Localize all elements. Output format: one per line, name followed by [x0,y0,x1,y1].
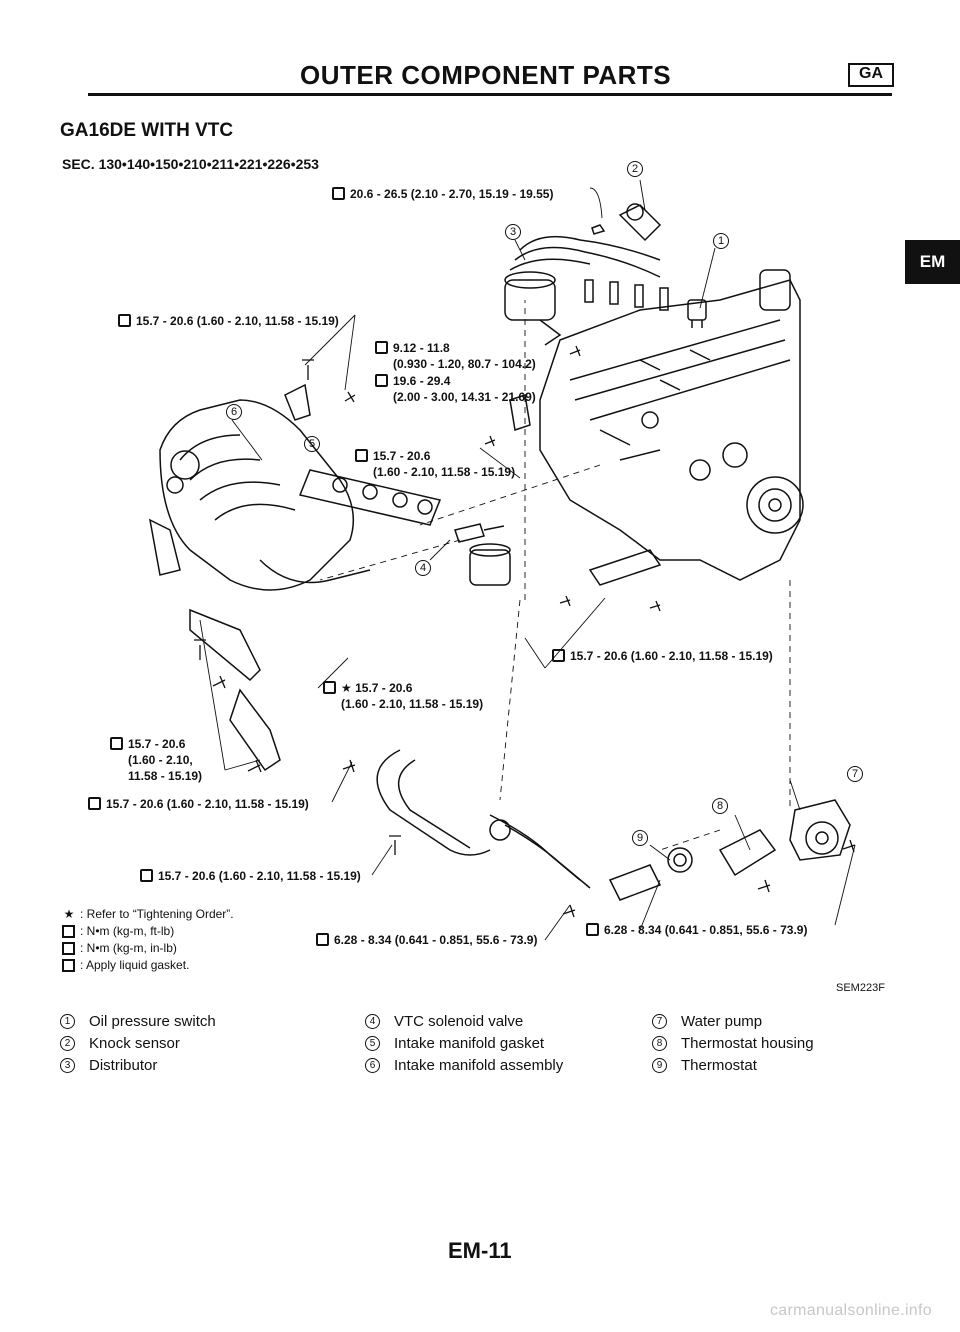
sec-reference: SEC. 130•140•150•210•211•221•226•253 [62,156,319,172]
callout-5: 5 [304,436,320,452]
callout-8: 8 [712,798,728,814]
callout-9: 9 [632,830,648,846]
torque-icon [552,649,565,662]
torque-icon-small [375,341,388,354]
torque-icon-small [316,933,329,946]
torque-icon [355,449,368,462]
torque-spec-thermostat-a: 6.28 - 8.34 (0.641 - 0.851, 55.6 - 73.9) [316,932,537,948]
torque-spec-small-bolt: 9.12 - 11.8(0.930 - 1.20, 80.7 - 104.2) [375,340,536,372]
torque-icon [140,869,153,882]
torque-spec-knock-sensor: 20.6 - 26.5 (2.10 - 2.70, 15.19 - 19.55) [332,186,553,202]
torque-icon [88,797,101,810]
water-pipe [376,749,591,889]
torque-spec-gasket: 15.7 - 20.6(1.60 - 2.10, 11.58 - 15.19) [355,448,515,480]
water-pump [789,799,851,861]
callout-3: 3 [505,224,521,240]
torque-icon-small [586,923,599,936]
symbol-key: ★: Refer to “Tightening Order”. : N•m (k… [62,907,234,972]
knock-sensor [591,203,662,242]
vtc-solenoid [454,523,511,586]
bolts [194,345,856,918]
callout-7: 7 [847,766,863,782]
torque-icon-small [62,942,75,955]
torque-spec-bracket-bolt: 15.7 - 20.6 (1.60 - 2.10, 11.58 - 15.19) [118,313,339,329]
star-icon: ★ [63,907,75,921]
oil-pressure-switch [687,299,707,328]
page-title: OUTER COMPONENT PARTS [300,60,672,90]
torque-spec-vtc-bracket: 15.7 - 20.6 (1.60 - 2.10, 11.58 - 15.19) [552,648,773,664]
torque-spec-manifold: ★ 15.7 - 20.6(1.60 - 2.10, 11.58 - 15.19… [323,680,483,712]
brackets [189,383,662,772]
engine-block [539,269,804,581]
torque-icon [332,187,345,200]
side-tab-em: EM [905,240,960,284]
intake-gasket [298,469,442,526]
torque-spec-distributor: 19.6 - 29.4(2.00 - 3.00, 14.31 - 21.69) [375,373,536,405]
torque-icon [62,925,75,938]
callout-2: 2 [627,161,643,177]
torque-icon [118,314,131,327]
figure-code: SEM223F [836,982,885,994]
gasket-icon [62,959,75,972]
header-rule [88,93,892,96]
torque-spec-water-pipe: 15.7 - 20.6 (1.60 - 2.10, 11.58 - 15.19) [88,796,309,812]
intake-manifold [148,399,371,591]
exploded-diagram [148,179,856,941]
page-number: EM-11 [448,1238,512,1263]
callout-1: 1 [713,233,729,249]
section-title: GA16DE WITH VTC [60,120,234,141]
callout-4: 4 [415,560,431,576]
torque-spec-thermostat-b: 6.28 - 8.34 (0.641 - 0.851, 55.6 - 73.9) [586,922,807,938]
torque-spec-pipe-bolt: 15.7 - 20.6 (1.60 - 2.10, 11.58 - 15.19) [140,868,361,884]
distributor [504,235,669,346]
thermostat-housing [608,829,777,901]
torque-icon [375,374,388,387]
torque-spec-lower-bracket: 15.7 - 20.6(1.60 - 2.10,11.58 - 15.19) [110,736,202,784]
torque-icon [110,737,123,750]
section-tab-ga: GA [848,63,894,87]
watermark: carmanualsonline.info [770,1302,932,1319]
callout-6: 6 [226,404,242,420]
torque-icon [323,681,336,694]
